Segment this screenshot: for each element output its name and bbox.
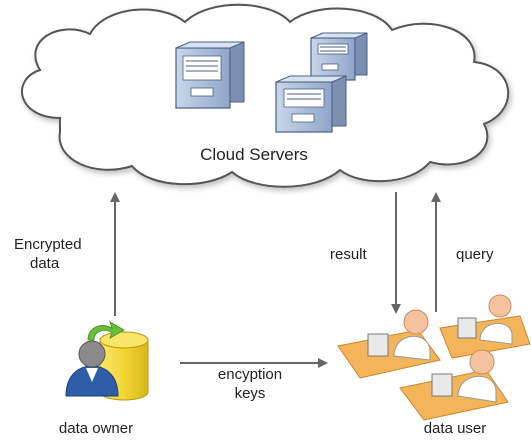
- workstation-icon: [439, 294, 531, 359]
- keys-label-line2: keys: [234, 385, 266, 402]
- result-label: result: [330, 246, 367, 263]
- data-owner-label: data owner: [58, 420, 134, 437]
- data-user-label: data user: [423, 420, 487, 437]
- cloud-label: Cloud Servers: [200, 145, 308, 164]
- query-label: query: [456, 246, 494, 263]
- workstation-icon: [337, 309, 441, 379]
- upload-label-line2: data: [30, 255, 60, 272]
- cloud-icon: [21, 3, 510, 188]
- server-icon: [175, 41, 245, 109]
- workstation-icon: [399, 349, 509, 421]
- server-icon: [310, 32, 368, 81]
- refresh-arrow-icon: [87, 321, 125, 341]
- upload-label-line1: Encrypted: [14, 236, 82, 253]
- keys-label-line1: encyption: [217, 366, 283, 383]
- person-icon: [65, 340, 119, 397]
- server-icon: [275, 75, 347, 133]
